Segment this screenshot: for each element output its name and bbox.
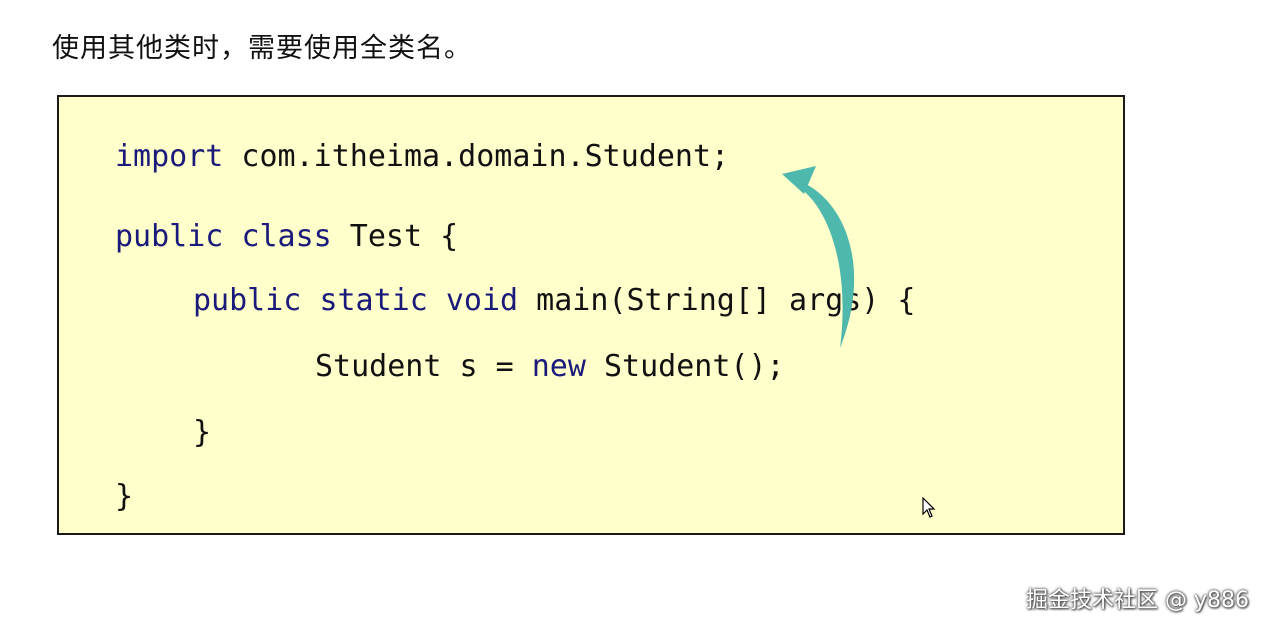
code-line-close-method: } [193,415,212,450]
import-path: com.itheima.domain.Student; [223,139,730,174]
code-line-close-class: } [115,479,134,514]
code-line-import: import com.itheima.domain.Student; [115,139,729,175]
code-line-class-decl: public class Test { [115,219,458,255]
code-line-instantiation: Student s = new Student(); [315,349,785,385]
code-block: import com.itheima.domain.Student; publi… [57,95,1125,535]
keyword-new: new [531,349,586,384]
keyword-import: import [115,139,224,174]
keyword-public: public [115,219,224,254]
keyword-public: public [193,283,302,318]
class-name: Test { [331,219,459,254]
main-signature: main(String[] args) { [518,283,916,318]
keyword-void: void [445,283,519,318]
keyword-class: class [241,219,332,254]
page-heading: 使用其他类时，需要使用全类名。 [52,33,472,64]
variable-decl: Student s = [315,349,532,384]
code-line-main-decl: public static void main(String[] args) { [193,283,915,319]
constructor-call: Student(); [585,349,785,384]
keyword-static: static [319,283,428,318]
watermark: 掘金技术社区 @ y886 [1026,588,1249,613]
mouse-cursor-icon [922,497,936,518]
